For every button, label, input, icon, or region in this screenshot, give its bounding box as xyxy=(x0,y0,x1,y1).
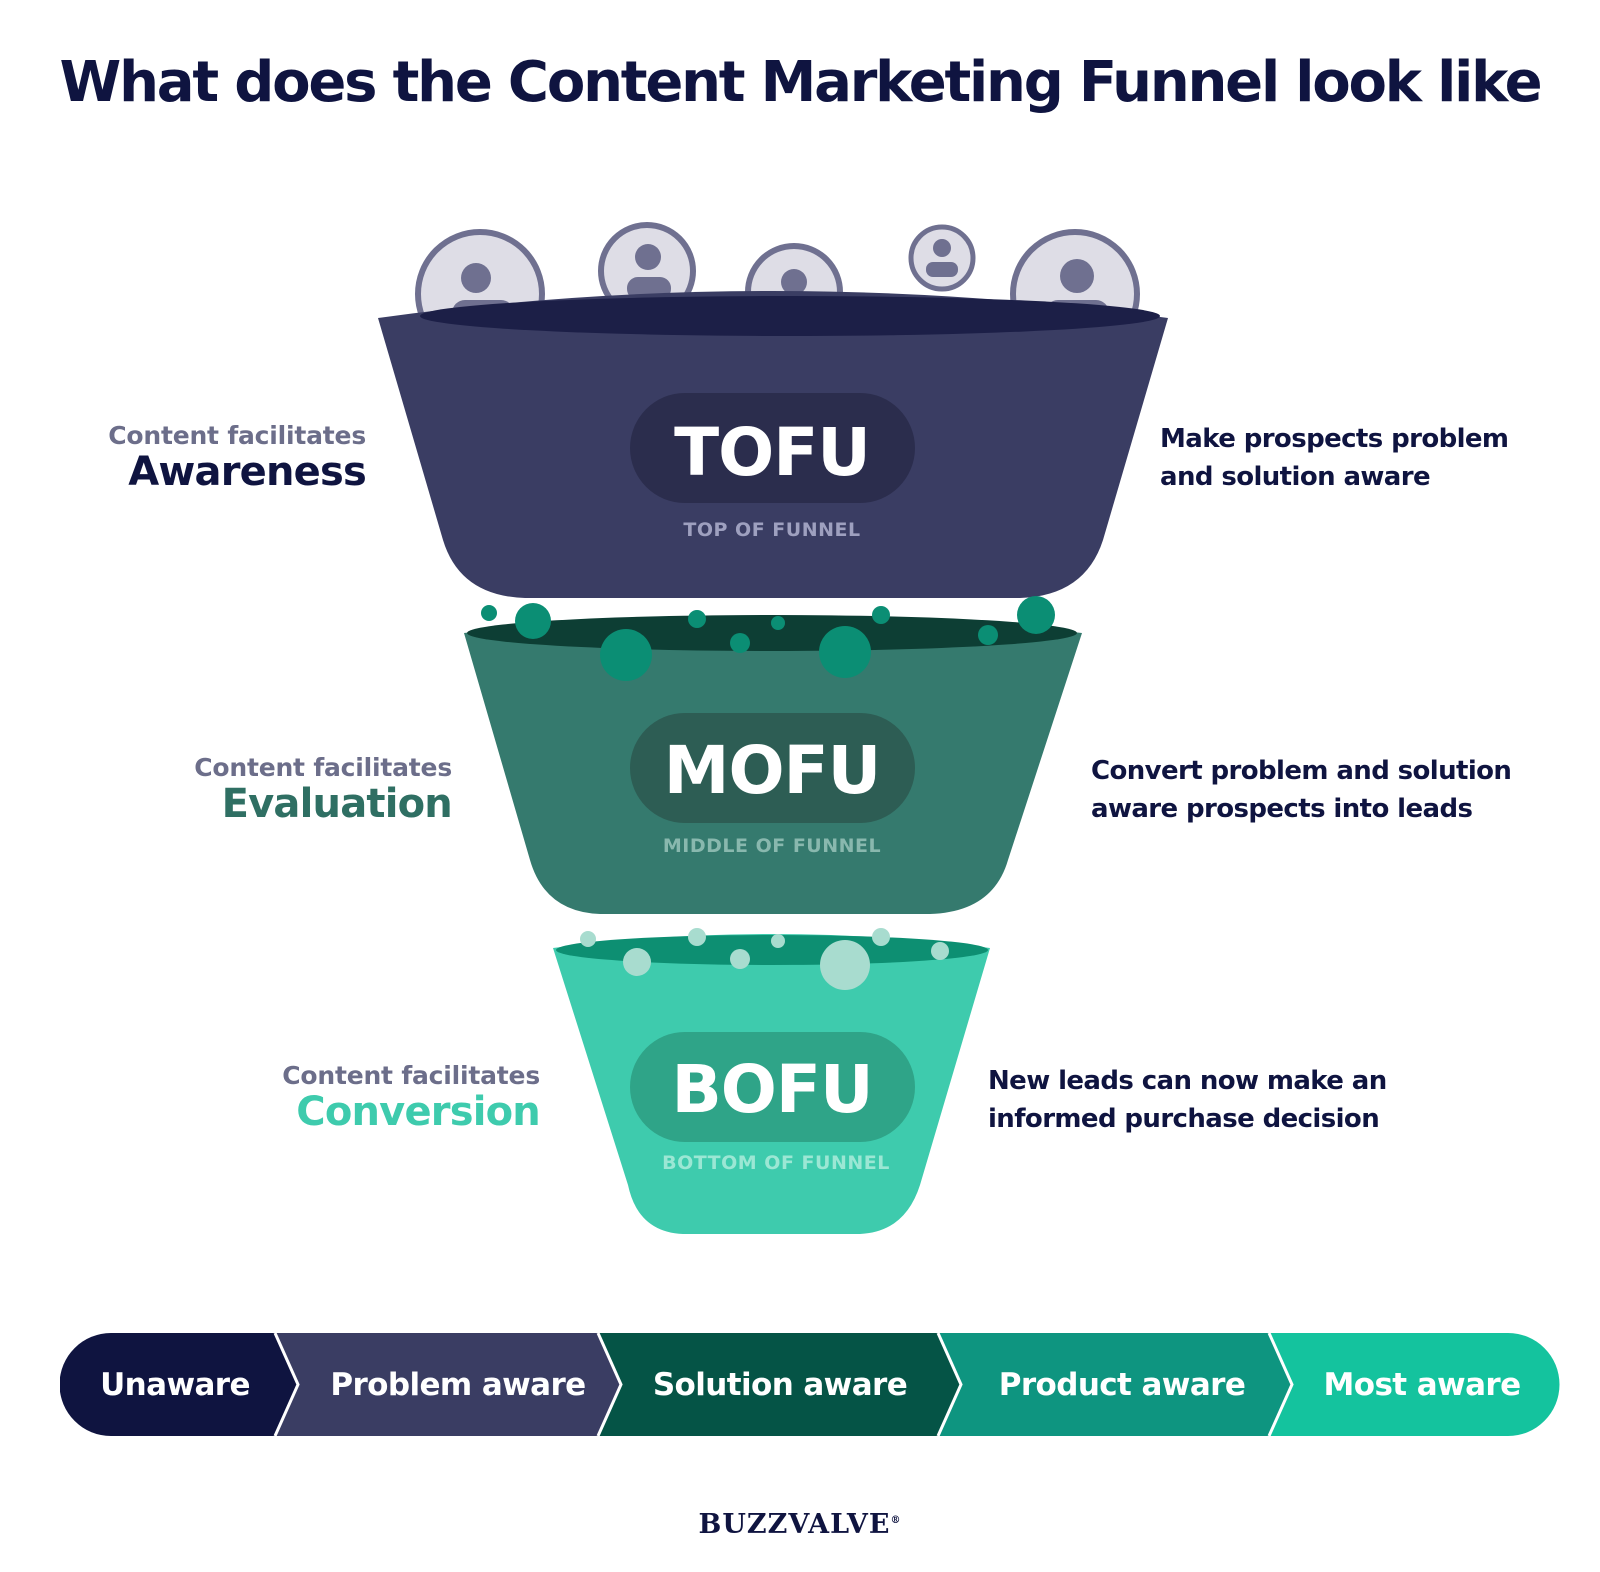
goal-conversion: Conversion xyxy=(296,1089,541,1135)
bubbles xyxy=(481,596,1055,681)
user-avatar-icon xyxy=(908,224,976,292)
goal-awareness: Awareness xyxy=(128,449,367,495)
stage-segment-unaware xyxy=(60,1333,298,1436)
description-line: Convert problem and solution xyxy=(1091,756,1512,786)
description-line: informed purchase decision xyxy=(988,1103,1380,1134)
description-line: and solution aware xyxy=(1160,461,1431,492)
registered-mark: ® xyxy=(890,1515,902,1526)
kicker-text: Content facilitates xyxy=(194,753,452,782)
bubbles xyxy=(580,928,949,990)
description-line: aware prospects into leads xyxy=(1091,793,1473,824)
stage-segment-solution-aware xyxy=(598,1333,961,1436)
bofu-pill xyxy=(630,1032,915,1142)
mofu-description: Convert problem and solution aware prosp… xyxy=(1091,753,1512,828)
bofu-section xyxy=(553,928,990,1234)
bofu-subtitle: BOTTOM OF FUNNEL xyxy=(662,1152,890,1174)
tofu-section xyxy=(378,291,1168,598)
mofu-pill xyxy=(630,713,915,823)
awareness-stages-bar: Unaware Problem aware Solution aware Pro… xyxy=(60,1333,1560,1436)
description-line: Make prospects problem xyxy=(1160,424,1509,454)
mofu-subtitle: MIDDLE OF FUNNEL xyxy=(663,835,881,857)
mofu-section xyxy=(464,596,1082,914)
funnel-diagram: TOFU TOP OF FUNNEL MOFU MIDDLE OF FUNNEL… xyxy=(378,222,1168,1234)
tofu-goal-label: Content facilitates Awareness xyxy=(108,421,367,495)
stage-segment-product-aware xyxy=(938,1333,1292,1436)
bofu-description: New leads can now make an informed purch… xyxy=(988,1063,1387,1138)
stage-label-most-aware: Most aware xyxy=(1324,1367,1521,1403)
tofu-description: Make prospects problem and solution awar… xyxy=(1160,421,1509,496)
brand-logo: BUZZVALVE® xyxy=(0,1509,1600,1540)
kicker-text: Content facilitates xyxy=(108,421,366,450)
stage-label-problem-aware: Problem aware xyxy=(330,1367,585,1403)
description-line: New leads can now make an xyxy=(988,1066,1387,1096)
kicker-text: Content facilitates xyxy=(282,1061,540,1090)
tofu-opening xyxy=(420,296,1160,336)
stage-label-product-aware: Product aware xyxy=(999,1367,1246,1403)
stage-segment-problem-aware xyxy=(275,1333,621,1436)
tofu-subtitle: TOP OF FUNNEL xyxy=(683,519,860,541)
page-title: What does the Content Marketing Funnel l… xyxy=(59,50,1543,115)
bofu-label: BOFU xyxy=(671,1051,872,1128)
tofu-pill xyxy=(630,393,915,503)
stage-dividers xyxy=(273,1333,1294,1436)
mofu-label: MOFU xyxy=(664,732,880,809)
goal-evaluation: Evaluation xyxy=(221,781,453,827)
brand-name: BUZZVALVE xyxy=(698,1509,891,1540)
mofu-goal-label: Content facilitates Evaluation xyxy=(194,753,453,827)
tofu-label: TOFU xyxy=(674,414,870,491)
stage-segment-most-aware xyxy=(1269,1333,1560,1436)
bofu-goal-label: Content facilitates Conversion xyxy=(282,1061,541,1135)
stage-label-unaware: Unaware xyxy=(100,1367,250,1403)
stage-label-solution-aware: Solution aware xyxy=(653,1367,907,1403)
